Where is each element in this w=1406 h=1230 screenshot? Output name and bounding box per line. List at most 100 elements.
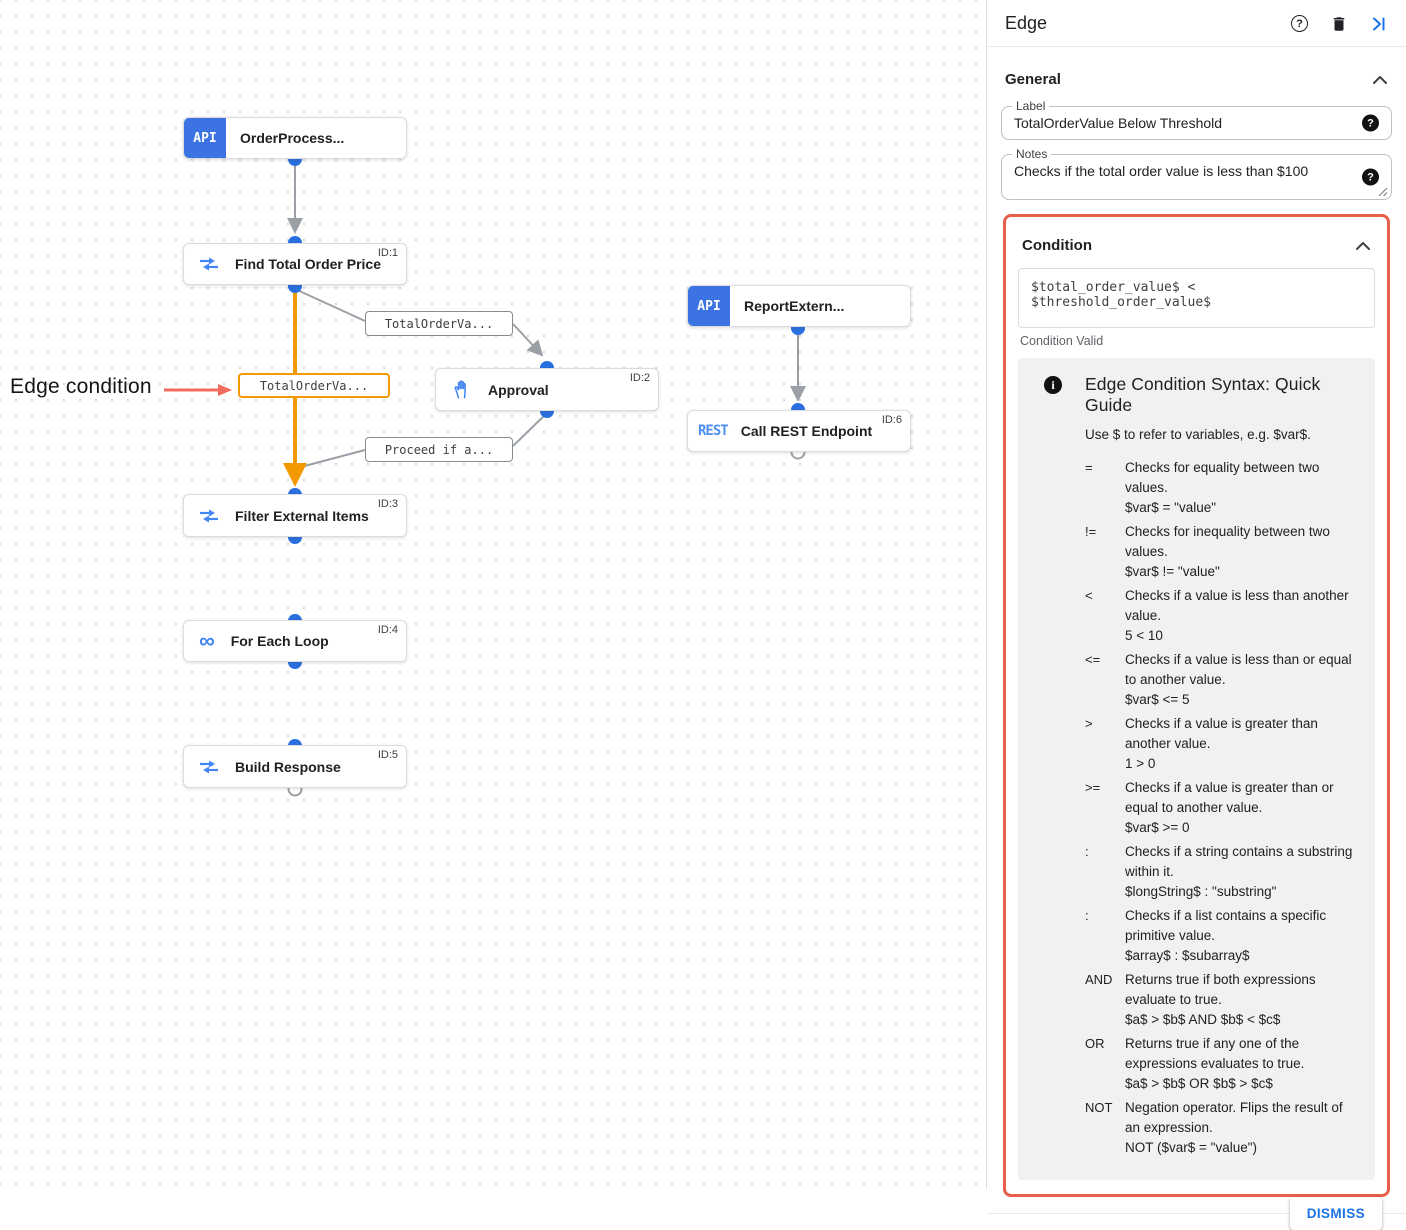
collapse-panel-button[interactable] [1370,15,1388,33]
guide-operator: > [1085,716,1093,731]
node-id: ID:6 [881,414,902,426]
guide-example: $var$ != "value" [1125,564,1220,579]
label-field-label: Label [1012,99,1050,113]
resize-handle-icon[interactable] [1378,187,1388,197]
guide-row-text: Returns true if both expressions evaluat… [1125,970,1359,1030]
node-title: Approval [488,381,549,398]
node-approval[interactable]: ID:2 Approval [435,368,659,411]
node-call-rest-endpoint[interactable]: ID:6 REST Call REST Endpoint [687,410,911,452]
guide-row: : Checks if a string contains a substrin… [1018,842,1359,902]
edge-findtotal-approval-2[interactable] [512,323,544,357]
guide-row-text: Checks if a value is greater than or equ… [1125,778,1359,838]
guide-row: < Checks if a value is less than another… [1018,586,1359,646]
condition-highlight-box: Condition $total_order_value$ < $thresho… [1003,214,1390,1197]
notes-field[interactable]: Notes Checks if the total order value is… [1001,147,1392,200]
node-report-external[interactable]: API ReportExtern... [687,285,911,327]
node-id: ID:2 [629,372,650,384]
guide-description: Checks if a list contains a specific pri… [1125,908,1327,943]
guide-operator: NOT [1085,1100,1113,1115]
header-divider [987,46,1406,47]
node-title: Filter External Items [235,507,369,524]
guide-row: NOT Negation operator. Flips the result … [1018,1098,1359,1158]
edge-findtotal-approval-1[interactable] [294,288,366,322]
collapse-general-button[interactable] [1372,75,1388,85]
guide-operator: = [1085,460,1093,475]
guide-row: AND Returns true if both expressions eva… [1018,970,1359,1030]
guide-title: Edge Condition Syntax: Quick Guide [1085,374,1321,415]
guide-description: Returns true if both expressions evaluat… [1125,972,1316,1007]
guide-row-text: Checks if a value is greater than anothe… [1125,714,1359,774]
node-title: For Each Loop [230,633,329,649]
guide-example: $array$ : $subarray$ [1125,948,1250,963]
edge-label-from-approval[interactable]: Proceed if a... [365,437,513,462]
data-mapping-icon [199,256,219,272]
loop-icon: ∞ [199,628,215,653]
annotation-edge-condition: Edge condition [10,375,152,398]
hand-approval-icon [451,379,472,400]
node-title: Build Response [235,758,341,775]
node-id: ID:5 [377,749,398,761]
guide-description: Returns true if any one of the expressio… [1125,1036,1305,1071]
guide-subtitle: Use $ to refer to variables, e.g. $var$. [1085,427,1311,442]
data-mapping-icon [199,508,219,524]
guide-row-text: Checks if a value is less than or equal … [1125,650,1359,710]
guide-row: >= Checks if a value is greater than or … [1018,778,1359,838]
edge-approval-filter-2[interactable] [296,449,366,469]
condition-input[interactable]: $total_order_value$ < $threshold_order_v… [1018,268,1375,328]
api-badge: API [184,118,226,158]
guide-row: = Checks for equality between two values… [1018,458,1359,518]
guide-operator: : [1085,844,1089,859]
chevron-up-icon [1373,75,1387,84]
guide-operator: : [1085,908,1089,923]
guide-description: Checks for inequality between two values… [1125,524,1330,559]
condition-valid-status: Condition Valid [1020,334,1104,348]
guide-description: Checks for equality between two values. [1125,460,1320,495]
collapse-condition-button[interactable] [1355,241,1371,251]
label-field[interactable]: Label TotalOrderValue Below Threshold ? [1001,99,1392,140]
guide-row: != Checks for inequality between two val… [1018,522,1359,582]
node-for-each-loop[interactable]: ID:4 ∞ For Each Loop [183,620,407,662]
guide-description: Negation operator. Flips the result of a… [1125,1100,1343,1135]
workflow-canvas[interactable]: API OrderProcess... ID:1 Find Total Orde… [0,0,986,1189]
dismiss-button[interactable]: DISMISS [1289,1197,1382,1230]
guide-operator: <= [1085,652,1101,667]
label-field-value[interactable]: TotalOrderValue Below Threshold [1014,115,1223,131]
notes-help-icon[interactable]: ? [1362,168,1379,186]
trash-icon [1333,16,1345,31]
guide-example: $var$ <= 5 [1125,692,1190,707]
node-filter-external-items[interactable]: ID:3 Filter External Items [183,494,407,537]
guide-operator: < [1085,588,1093,603]
node-title: ReportExtern... [744,298,845,314]
guide-operator: >= [1085,780,1101,795]
guide-operator: != [1085,524,1097,539]
info-icon: i [1044,376,1062,394]
panel-header: Edge ? [987,0,1406,46]
guide-description: Checks if a string contains a substring … [1125,844,1353,879]
edges-layer [283,152,806,797]
guide-row-text: Checks for inequality between two values… [1125,522,1359,582]
edge-label-to-approval[interactable]: TotalOrderVa... [365,311,513,336]
collapse-right-icon [1373,17,1385,30]
condition-section-title: Condition [1022,237,1092,254]
guide-example: $var$ >= 0 [1125,820,1190,835]
node-build-response[interactable]: ID:5 Build Response [183,745,407,788]
general-section: General Label TotalOrderValue Below Thre… [987,47,1406,1197]
edge-approval-filter-1[interactable] [512,412,548,447]
guide-row-text: Checks if a value is less than another v… [1125,586,1359,646]
guide-example: $var$ = "value" [1125,500,1217,515]
node-title: Call REST Endpoint [740,423,873,439]
guide-description: Checks if a value is greater than anothe… [1125,716,1318,751]
edge-properties-panel: Edge ? General Label T [986,0,1406,1230]
node-id: ID:4 [377,624,398,636]
help-button[interactable]: ? [1291,15,1308,32]
guide-description: Checks if a value is less than or equal … [1125,652,1352,687]
edge-label-condition-highlighted[interactable]: TotalOrderVa... [238,373,390,398]
delete-edge-button[interactable] [1330,14,1348,34]
node-order-process[interactable]: API OrderProcess... [183,117,407,159]
guide-row-text: Checks for equality between two values. … [1125,458,1359,518]
guide-row-text: Negation operator. Flips the result of a… [1125,1098,1359,1158]
guide-operator: OR [1085,1036,1105,1051]
label-help-icon[interactable]: ? [1362,114,1379,132]
notes-field-value[interactable]: Checks if the total order value is less … [1014,163,1309,179]
node-find-total-order-price[interactable]: ID:1 Find Total Order Price [183,243,407,285]
